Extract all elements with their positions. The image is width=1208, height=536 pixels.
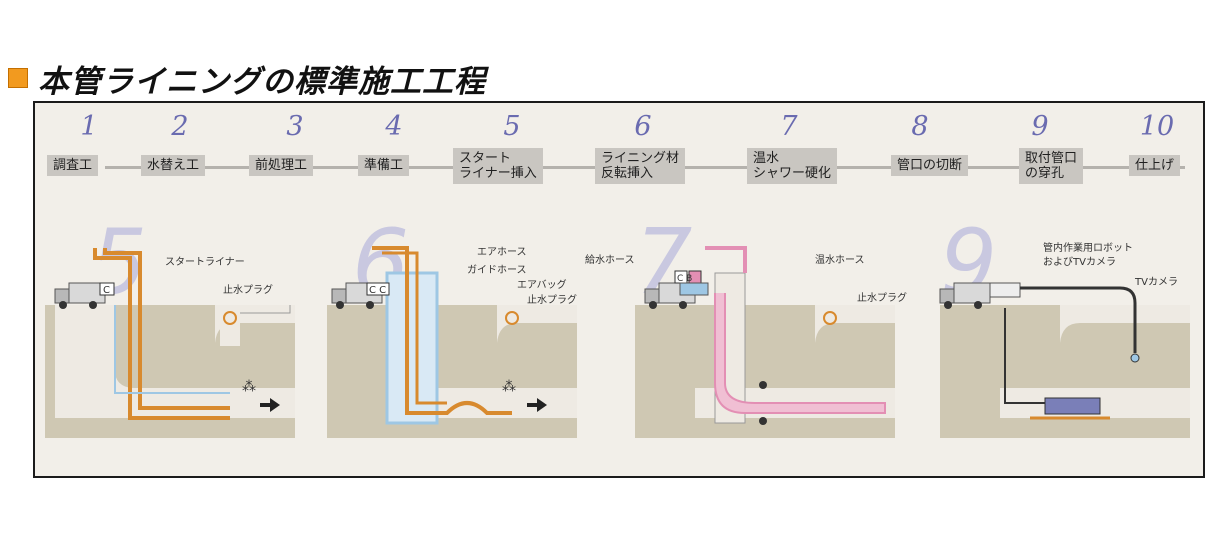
svg-text:⁂: ⁂ (242, 379, 256, 395)
step-number: 4 (385, 111, 403, 142)
step-label: スタート ライナー挿入 (453, 148, 543, 184)
annotation-robot: 管内作業用ロボット (1043, 241, 1133, 254)
step-label: ライニング材 反転挿入 (595, 148, 686, 184)
panel-step-6: 6 C C エアホース ガイドホース エアバッグ 止水プラグ ⁂ (327, 210, 577, 438)
step-label: 前処理工 (249, 155, 314, 176)
title-square-icon (8, 68, 28, 88)
step-number: 10 (1139, 111, 1175, 142)
annotation-guide-hose: ガイドホース (467, 264, 527, 276)
step-number: 9 (1031, 111, 1049, 142)
step-number: 2 (171, 111, 189, 142)
step-number: 6 (634, 111, 652, 142)
annotation-hot-water-hose: 温水ホース (815, 254, 865, 266)
step-label: 取付管口 の穿孔 (1019, 148, 1084, 184)
panel-big-number: 5 (90, 210, 147, 315)
annotation-air-hose: エアホース (477, 246, 527, 258)
svg-text:⁂: ⁂ (502, 379, 516, 395)
annotation-stop-plug: 止水プラグ (857, 291, 907, 304)
panel-big-number: 6 (352, 210, 409, 315)
annotation-start-liner: スタートライナー (165, 256, 245, 268)
step-label: 温水 シャワー硬化 (747, 148, 838, 184)
annotation-stop-plug: 止水プラグ (527, 293, 577, 306)
panel-big-number: 9 (940, 210, 997, 315)
step-number: 5 (503, 111, 521, 142)
annotation-stop-plug: 止水プラグ (223, 283, 273, 296)
process-diagram-frame: 1 調査工 2 水替え工 3 前処理工 4 準備工 5 スタート ライナー挿入 … (33, 101, 1205, 478)
panel-big-number: 7 (635, 210, 692, 315)
annotation-air-bag: エアバッグ (517, 278, 567, 291)
truck-badge: C (103, 285, 110, 296)
title-row: 本管ライニングの標準施工工程 (8, 58, 486, 100)
step-label: 調査工 (47, 155, 99, 176)
panel-step-7: 7 C B 給水ホース 温水ホース 止水プラグ (585, 210, 907, 438)
step-label: 水替え工 (141, 155, 206, 176)
step-label: 管口の切断 (891, 155, 969, 176)
step-number: 7 (780, 111, 798, 142)
step-number: 1 (80, 111, 98, 142)
annotation-tv-camera: TVカメラ (1134, 276, 1178, 288)
panel-step-5: 5 C スタートライナー 止水プラグ ⁂ (45, 210, 295, 438)
page-title: 本管ライニングの標準施工工程 (38, 63, 486, 100)
truck-badge: C C (369, 285, 386, 296)
step-number: 8 (911, 111, 929, 142)
step-number: 3 (286, 111, 304, 142)
step-label: 準備工 (358, 155, 410, 176)
step-label: 仕上げ (1129, 155, 1181, 176)
truck-badge: C B (677, 274, 692, 284)
annotation-water-supply-hose: 給水ホース (585, 253, 635, 266)
panel-step-9: 9 管内作業用ロボット およびTVカメラ TVカメラ (939, 210, 1190, 438)
annotation-robot-tv: およびTVカメラ (1043, 256, 1116, 268)
